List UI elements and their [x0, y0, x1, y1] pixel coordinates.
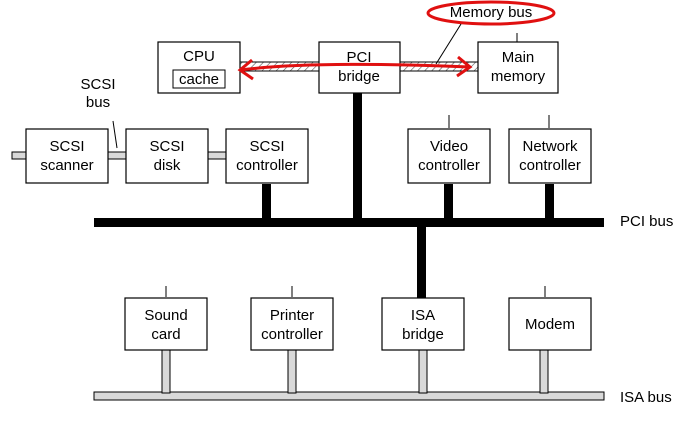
scsi-bus-label-line1: SCSI [80, 76, 115, 93]
isa-bridge-line2: bridge [402, 326, 444, 343]
network-controller-line2: controller [519, 157, 581, 174]
sound-card-line2: card [151, 326, 180, 343]
memory-bus-annotation-arrow [237, 55, 473, 81]
cache-label: cache [179, 71, 219, 88]
main-memory-box: Main memory [477, 41, 559, 94]
printer-controller-box: Printer controller [250, 297, 334, 351]
isa-bus-label: ISA bus [620, 389, 672, 406]
isa-bridge-stem [417, 226, 426, 298]
network-controller-line1: Network [522, 138, 578, 155]
scsi-bus-pointer [112, 120, 118, 149]
sound-card-line1: Sound [144, 307, 187, 324]
pci-bridge-line2: bridge [338, 68, 380, 85]
scsi-bus-label-line2: bus [86, 94, 110, 111]
sound-card-box: Sound card [124, 297, 208, 351]
pci-bridge-box: PCI bridge [318, 41, 401, 94]
cpu-label: CPU [183, 48, 215, 65]
modem-stem [539, 349, 549, 394]
main-memory-line2: memory [491, 68, 546, 85]
memory-bus-label: Memory bus [450, 4, 533, 21]
video-controller-stem [444, 184, 453, 219]
scsi-disk-box: SCSI disk [125, 128, 209, 184]
scsi-disk-line2: disk [154, 157, 181, 174]
pci-bus-label: PCI bus [620, 213, 673, 230]
pci-bus-line [94, 218, 604, 227]
video-controller-line2: controller [418, 157, 480, 174]
scsi-scanner-line2: scanner [40, 157, 93, 174]
memory-bus-annotation-circle [426, 0, 556, 26]
scsi-scanner-box: SCSI scanner [25, 128, 109, 184]
network-controller-stem [545, 184, 554, 219]
scsi-controller-line2: controller [236, 157, 298, 174]
video-controller-line1: Video [430, 138, 468, 155]
network-controller-box: Network controller [508, 128, 592, 184]
video-controller-box: Video controller [407, 128, 491, 184]
pci-bridge-stem [353, 93, 362, 219]
printer-controller-line1: Printer [270, 307, 314, 324]
isa-bridge-line1: ISA [411, 307, 435, 324]
cpu-box: CPU cache [157, 41, 241, 94]
isa-bridge-box: ISA bridge [381, 297, 465, 351]
modem-label: Modem [525, 316, 575, 333]
scsi-disk-line1: SCSI [149, 138, 184, 155]
scsi-controller-stem [262, 184, 271, 219]
isa-bridge-isa-stem [418, 349, 428, 394]
pci-bridge-line1: PCI [346, 49, 371, 66]
main-memory-line1: Main [502, 49, 535, 66]
isa-bus-line [93, 391, 605, 401]
printer-controller-line2: controller [261, 326, 323, 343]
sound-card-stem [161, 349, 171, 394]
printer-controller-stem [287, 349, 297, 394]
memory-bus-pointer [435, 23, 462, 65]
scsi-controller-line1: SCSI [249, 138, 284, 155]
modem-box: Modem [508, 297, 592, 351]
scsi-scanner-line1: SCSI [49, 138, 84, 155]
scsi-controller-box: SCSI controller [225, 128, 309, 184]
